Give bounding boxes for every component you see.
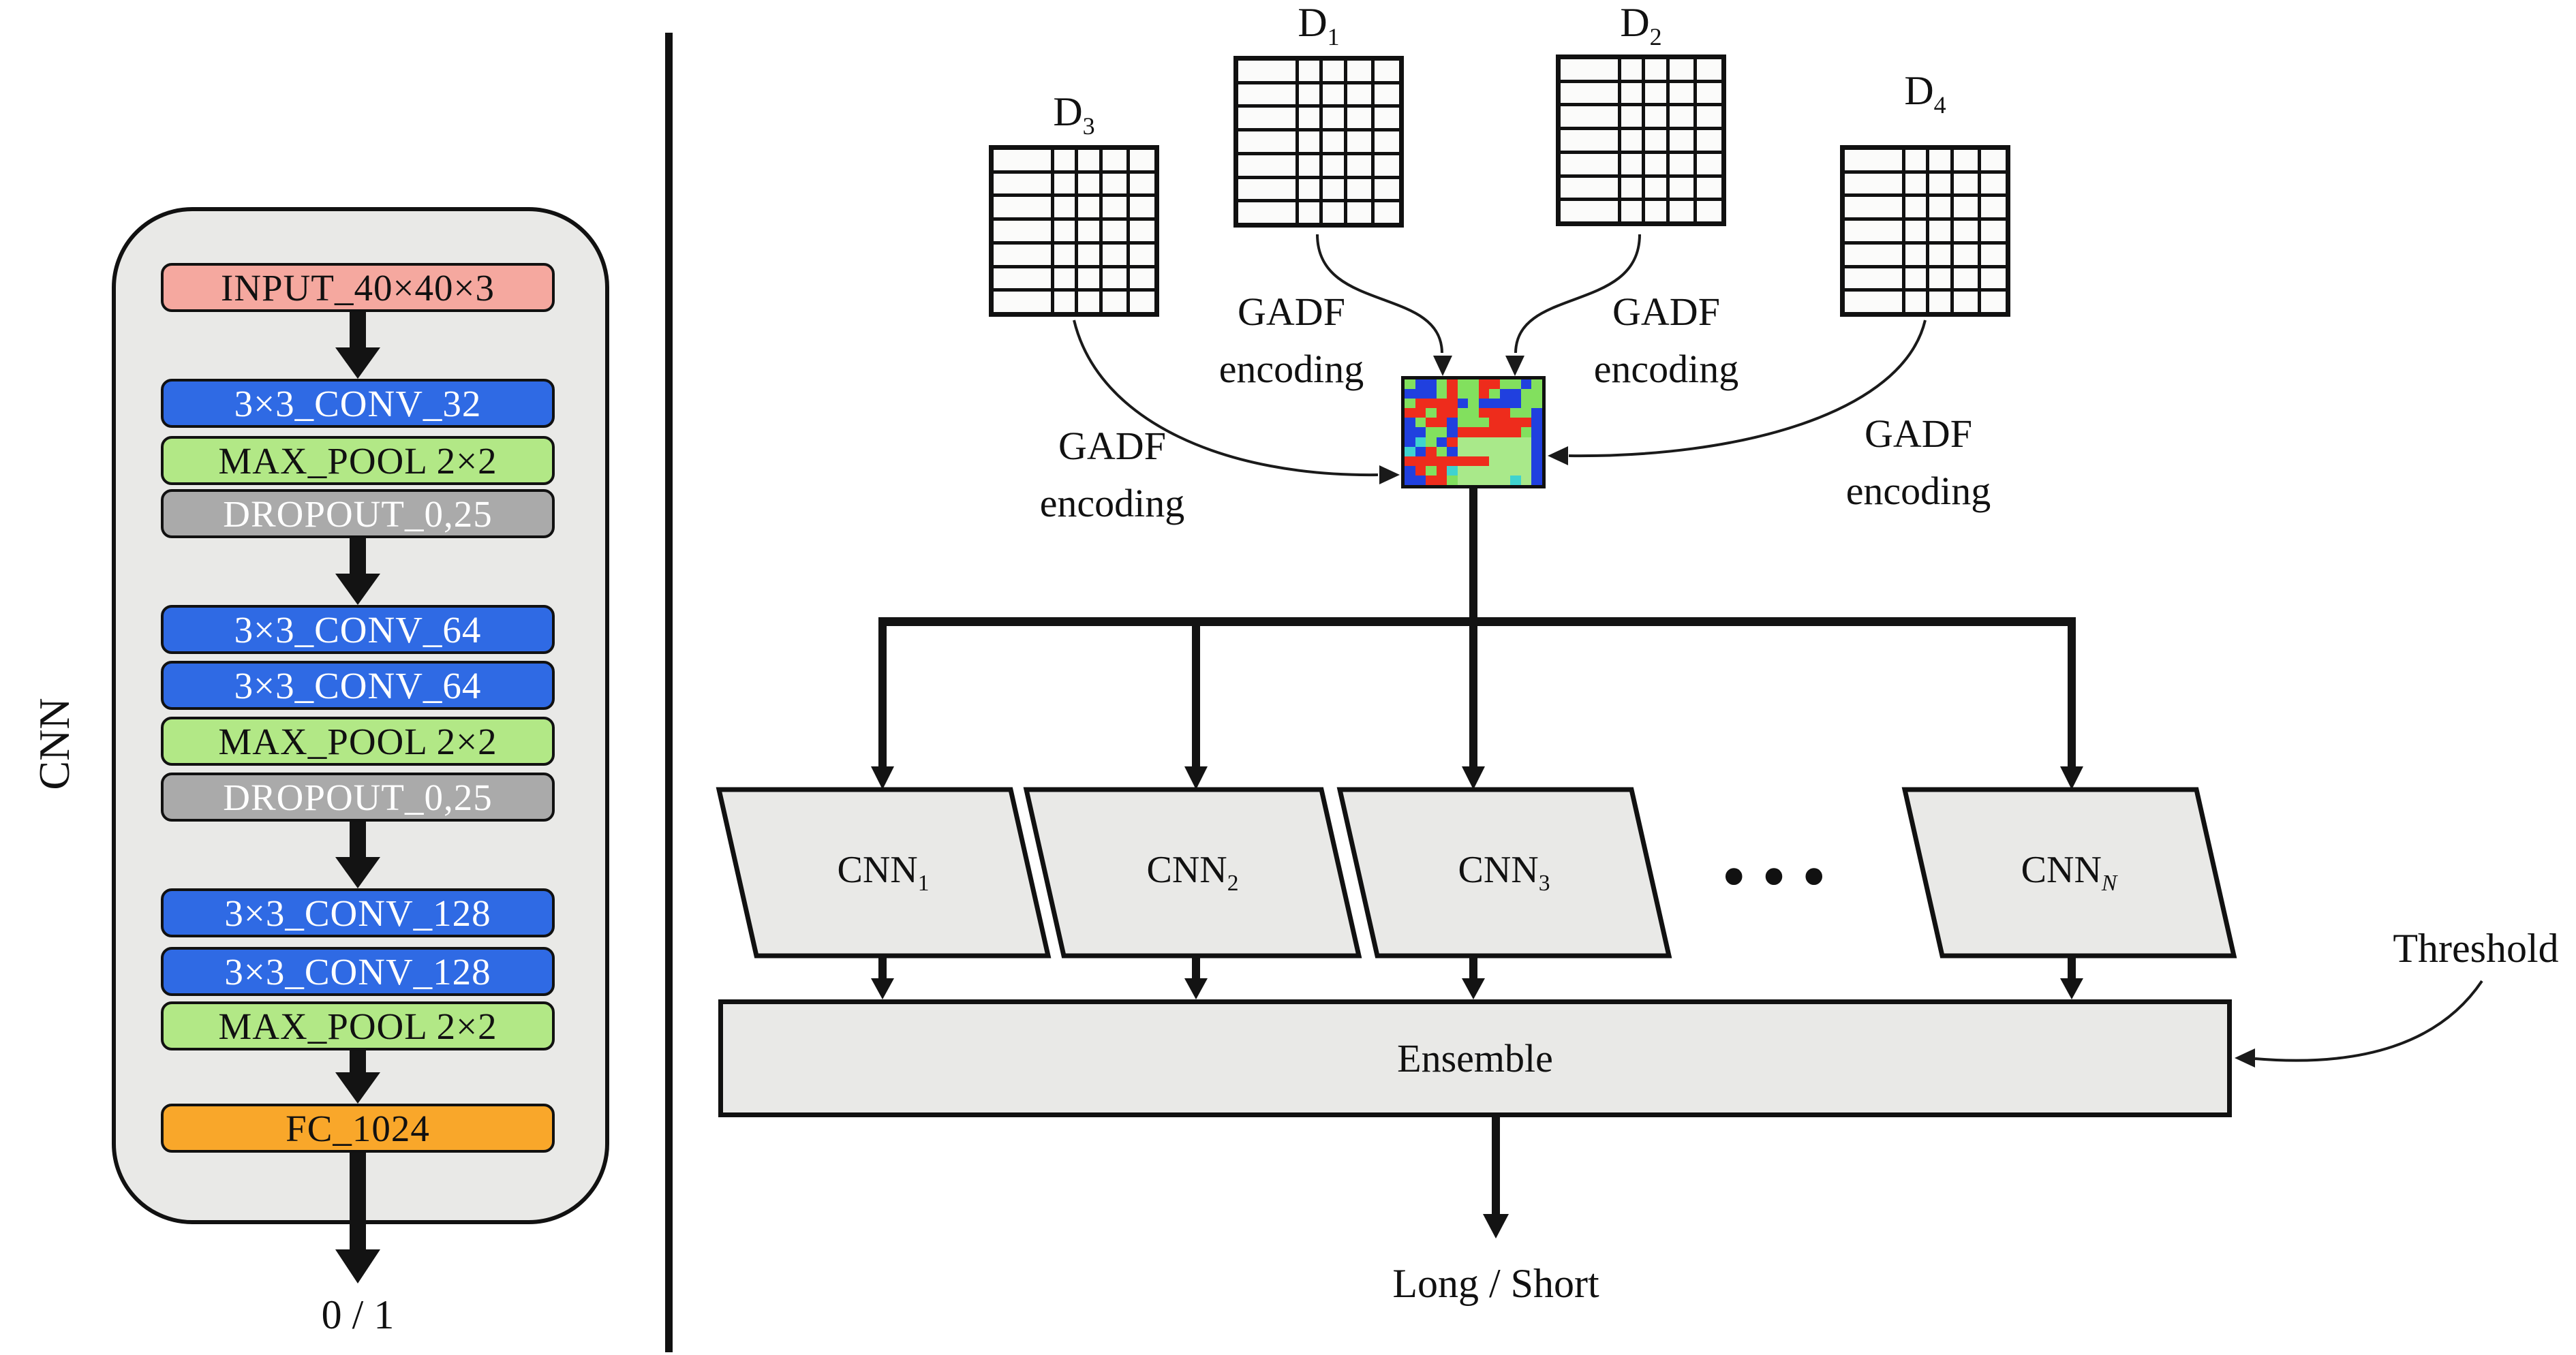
layer-conv-32: 3×3_CONV_32 (161, 379, 555, 428)
branch-arrow-1-shaft (878, 625, 887, 766)
layer-conv-128-b: 3×3_CONV_128 (161, 947, 555, 996)
ensemble-label: Ensemble (1397, 1036, 1553, 1080)
ensemble-output-arrow-head (1483, 1214, 1509, 1239)
layer-maxpool-2: MAX_POOL 2×2 (161, 717, 555, 766)
matrix-label-d4: D4 (1904, 68, 1946, 119)
layer-label: 3×3_CONV_128 (224, 892, 491, 934)
cnn-node-label-2: CNN2 (1146, 849, 1239, 897)
node-output-arrow-4-shaft (2068, 956, 2076, 978)
branch-arrow-3-shaft (1469, 625, 1477, 766)
node-output-arrow-2-shaft (1192, 956, 1200, 978)
layer-label: DROPOUT_0,25 (223, 493, 493, 535)
encoding-label-right: GADF encoding (1845, 411, 1991, 513)
cnn-node-shape-3 (1336, 787, 1672, 959)
layer-label: 3×3_CONV_64 (234, 664, 482, 706)
cnn-node-shape-2 (1023, 787, 1362, 959)
arrowhead-d3 (1379, 465, 1400, 484)
cnn-node-shape-1 (716, 787, 1052, 959)
curve-d2-to-gadf (1514, 234, 1641, 354)
matrix-grid-d4 (1840, 145, 2010, 317)
branch-bar (878, 617, 2076, 626)
cnn-node-label-n: CNNN (2021, 849, 2117, 897)
layer-conv-64-b: 3×3_CONV_64 (161, 661, 555, 710)
node-output-arrow-3-shaft (1469, 956, 1477, 978)
branch-arrow-1-head (871, 766, 894, 790)
node-output-arrow-2-head (1184, 978, 1208, 999)
node-output-arrow-4-head (2060, 978, 2083, 999)
curve-threshold-to-ensemble (2254, 980, 2483, 1062)
branch-arrow-4-head (2060, 766, 2083, 790)
cnn-output-label: 0 / 1 (321, 1292, 395, 1337)
encoding-label-mid-left: GADF encoding (1218, 290, 1364, 391)
layer-label: MAX_POOL 2×2 (218, 1005, 497, 1047)
matrix-label-d2: D2 (1620, 0, 1662, 50)
threshold-label: Threshold (2393, 926, 2559, 971)
layer-conv-128-a: 3×3_CONV_128 (161, 888, 555, 937)
divider-line (665, 33, 673, 1352)
layer-dropout-1: DROPOUT_0,25 (161, 489, 555, 538)
matrix-grid-d1 (1233, 56, 1404, 228)
layer-maxpool-1: MAX_POOL 2×2 (161, 436, 555, 485)
curve-d3-to-gadf (1073, 320, 1379, 477)
arrow-dropout2-to-conv128 (335, 822, 380, 888)
matrix-label-d1: D1 (1298, 0, 1340, 50)
arrowhead-d2 (1505, 356, 1524, 376)
branch-arrow-3-head (1462, 766, 1485, 790)
node-output-arrow-1-head (871, 978, 894, 999)
ensemble-output-arrow-shaft (1492, 1117, 1500, 1214)
encoding-label-left: GADF encoding (1039, 424, 1185, 525)
layer-conv-64-a: 3×3_CONV_64 (161, 605, 555, 654)
cnn-node-label-1: CNN1 (837, 849, 930, 897)
layer-label: 3×3_CONV_64 (234, 608, 482, 651)
layer-label: DROPOUT_0,25 (223, 776, 493, 818)
long-short-label: Long / Short (1392, 1261, 1599, 1306)
arrowhead-d4 (1548, 446, 1568, 465)
matrix-label-d3: D3 (1053, 89, 1095, 140)
layer-label: 3×3_CONV_128 (224, 950, 491, 993)
layer-input: INPUT_40×40×3 (161, 263, 555, 312)
ensemble-box: Ensemble (718, 999, 2232, 1117)
branch-arrow-4-shaft (2068, 625, 2076, 766)
node-output-arrow-3-head (1462, 978, 1485, 999)
curve-d4-to-gadf (1568, 320, 1927, 458)
ellipsis-dots: ••• (1718, 850, 1839, 906)
layer-label: MAX_POOL 2×2 (218, 720, 497, 762)
layer-dropout-2: DROPOUT_0,25 (161, 773, 555, 822)
branch-arrow-2-shaft (1192, 625, 1200, 766)
layer-label: 3×3_CONV_32 (234, 382, 482, 424)
arrow-fc-to-output (335, 1153, 380, 1283)
node-output-arrow-1-shaft (878, 956, 887, 978)
layer-maxpool-3: MAX_POOL 2×2 (161, 1001, 555, 1050)
curve-d1-to-gadf (1316, 234, 1443, 354)
cnn-node-label-3: CNN3 (1458, 849, 1550, 897)
layer-label: MAX_POOL 2×2 (218, 439, 497, 482)
cnn-node-shape-4 (1901, 787, 2237, 959)
layer-label: FC_1024 (286, 1107, 430, 1149)
branch-arrow-2-head (1184, 766, 1208, 790)
encoding-label-mid-right: GADF encoding (1593, 290, 1739, 391)
arrow-maxpool3-to-fc (335, 1050, 380, 1104)
matrix-grid-d2 (1556, 54, 1726, 226)
gadf-heatmap (1401, 376, 1546, 488)
arrowhead-threshold (2235, 1048, 2255, 1068)
layer-label: INPUT_40×40×3 (221, 266, 495, 309)
matrix-grid-d3 (989, 145, 1159, 317)
arrowhead-d1 (1433, 356, 1452, 376)
arrow-input-to-conv32 (335, 312, 380, 379)
gadf-output-line (1469, 488, 1477, 625)
layer-fc-1024: FC_1024 (161, 1104, 555, 1153)
cnn-side-label: CNN (30, 698, 78, 790)
arrow-dropout1-to-conv64 (335, 538, 380, 605)
